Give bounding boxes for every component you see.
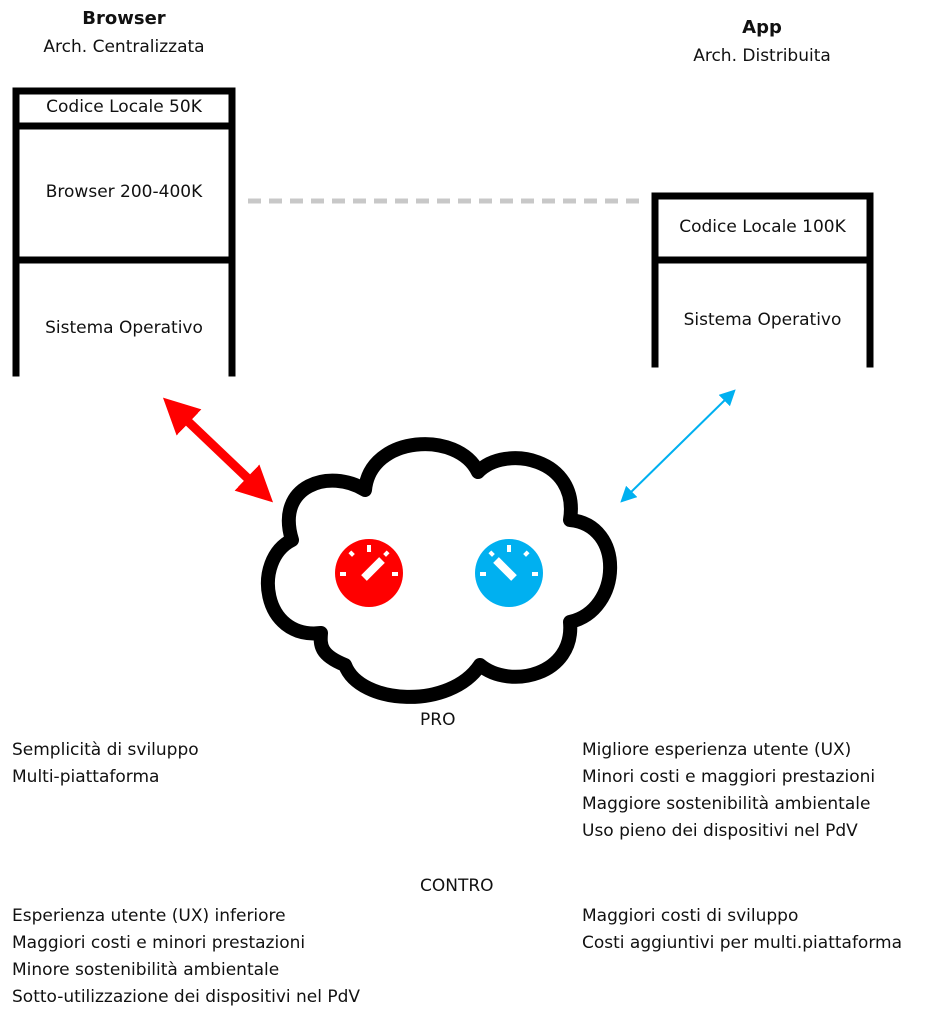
blue-gauge-icon: [475, 539, 543, 607]
contro-heading: CONTRO: [420, 876, 494, 896]
list-item: Costi aggiuntivi per multi.piattaforma: [582, 933, 902, 953]
right-stack-top-label: Codice Locale 100K: [679, 217, 846, 237]
list-item: Maggiori costi di sviluppo: [582, 906, 799, 926]
list-item: Maggiore sostenibilità ambientale: [582, 794, 871, 814]
blue-double-arrow: [620, 389, 736, 503]
list-item: Minori costi e maggiori prestazioni: [582, 767, 876, 787]
left-stack-middle-label: Browser 200-400K: [45, 182, 203, 202]
cloud-outline: [261, 437, 618, 704]
list-item: Maggiori costi e minori prestazioni: [12, 933, 306, 953]
red-gauge-icon: [335, 539, 403, 607]
pro-right-list: Migliore esperienza utente (UX) Minori c…: [582, 737, 875, 845]
red-double-arrow: [162, 397, 274, 503]
list-item: Esperienza utente (UX) inferiore: [12, 906, 286, 926]
list-item: Sotto-utilizzazione dei dispositivi nel …: [12, 987, 361, 1007]
right-subtitle: Arch. Distribuita: [693, 46, 831, 66]
left-subtitle: Arch. Centralizzata: [43, 37, 205, 57]
left-title: Browser: [82, 8, 166, 29]
left-stack: [12, 87, 236, 377]
left-stack-top-label: Codice Locale 50K: [46, 97, 202, 117]
right-stack: [651, 192, 874, 368]
cloud-icon: [261, 437, 618, 704]
pro-heading: PRO: [420, 710, 456, 730]
pro-left-list: Semplicità di sviluppo Multi-piattaforma: [12, 737, 199, 791]
contro-right-list: Maggiori costi di sviluppo Costi aggiunt…: [582, 903, 902, 957]
right-title: App: [742, 17, 782, 38]
list-item: Migliore esperienza utente (UX): [582, 740, 852, 760]
list-item: Minore sostenibilità ambientale: [12, 960, 280, 980]
left-stack-bottom-label: Sistema Operativo: [45, 318, 203, 338]
right-stack-bottom-label: Sistema Operativo: [683, 310, 842, 330]
list-item: Semplicità di sviluppo: [12, 740, 199, 760]
contro-left-list: Esperienza utente (UX) inferiore Maggior…: [12, 903, 360, 1011]
list-item: Multi-piattaforma: [12, 767, 160, 787]
list-item: Uso pieno dei dispositivi nel PdV: [582, 821, 858, 841]
